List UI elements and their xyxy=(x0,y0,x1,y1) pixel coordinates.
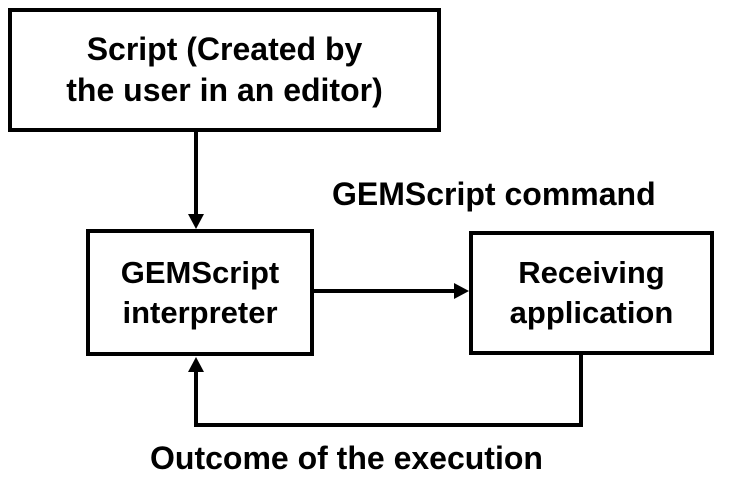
arrow-receiving-to-interpreter xyxy=(188,355,583,427)
command-edge-label: GEMScript command xyxy=(332,176,656,212)
arrow-script-to-interpreter xyxy=(188,132,204,229)
outcome-edge-label: Outcome of the execution xyxy=(150,440,543,476)
receiving-node-line-2: application xyxy=(509,295,674,330)
interpreter-node-line-2: interpreter xyxy=(122,294,278,330)
receiving-node-line-1: Receiving xyxy=(518,255,665,291)
receiving-application-node: Receiving application xyxy=(469,231,714,355)
interpreter-node: GEMScript interpreter xyxy=(86,229,314,356)
script-node: Script (Created by the user in an editor… xyxy=(8,8,441,132)
script-node-line-2: the user in an editor) xyxy=(66,72,383,108)
script-node-line-1: Script (Created by xyxy=(86,31,363,68)
interpreter-node-line-1: GEMScript xyxy=(120,254,280,290)
arrow-interpreter-to-receiving xyxy=(314,283,469,299)
